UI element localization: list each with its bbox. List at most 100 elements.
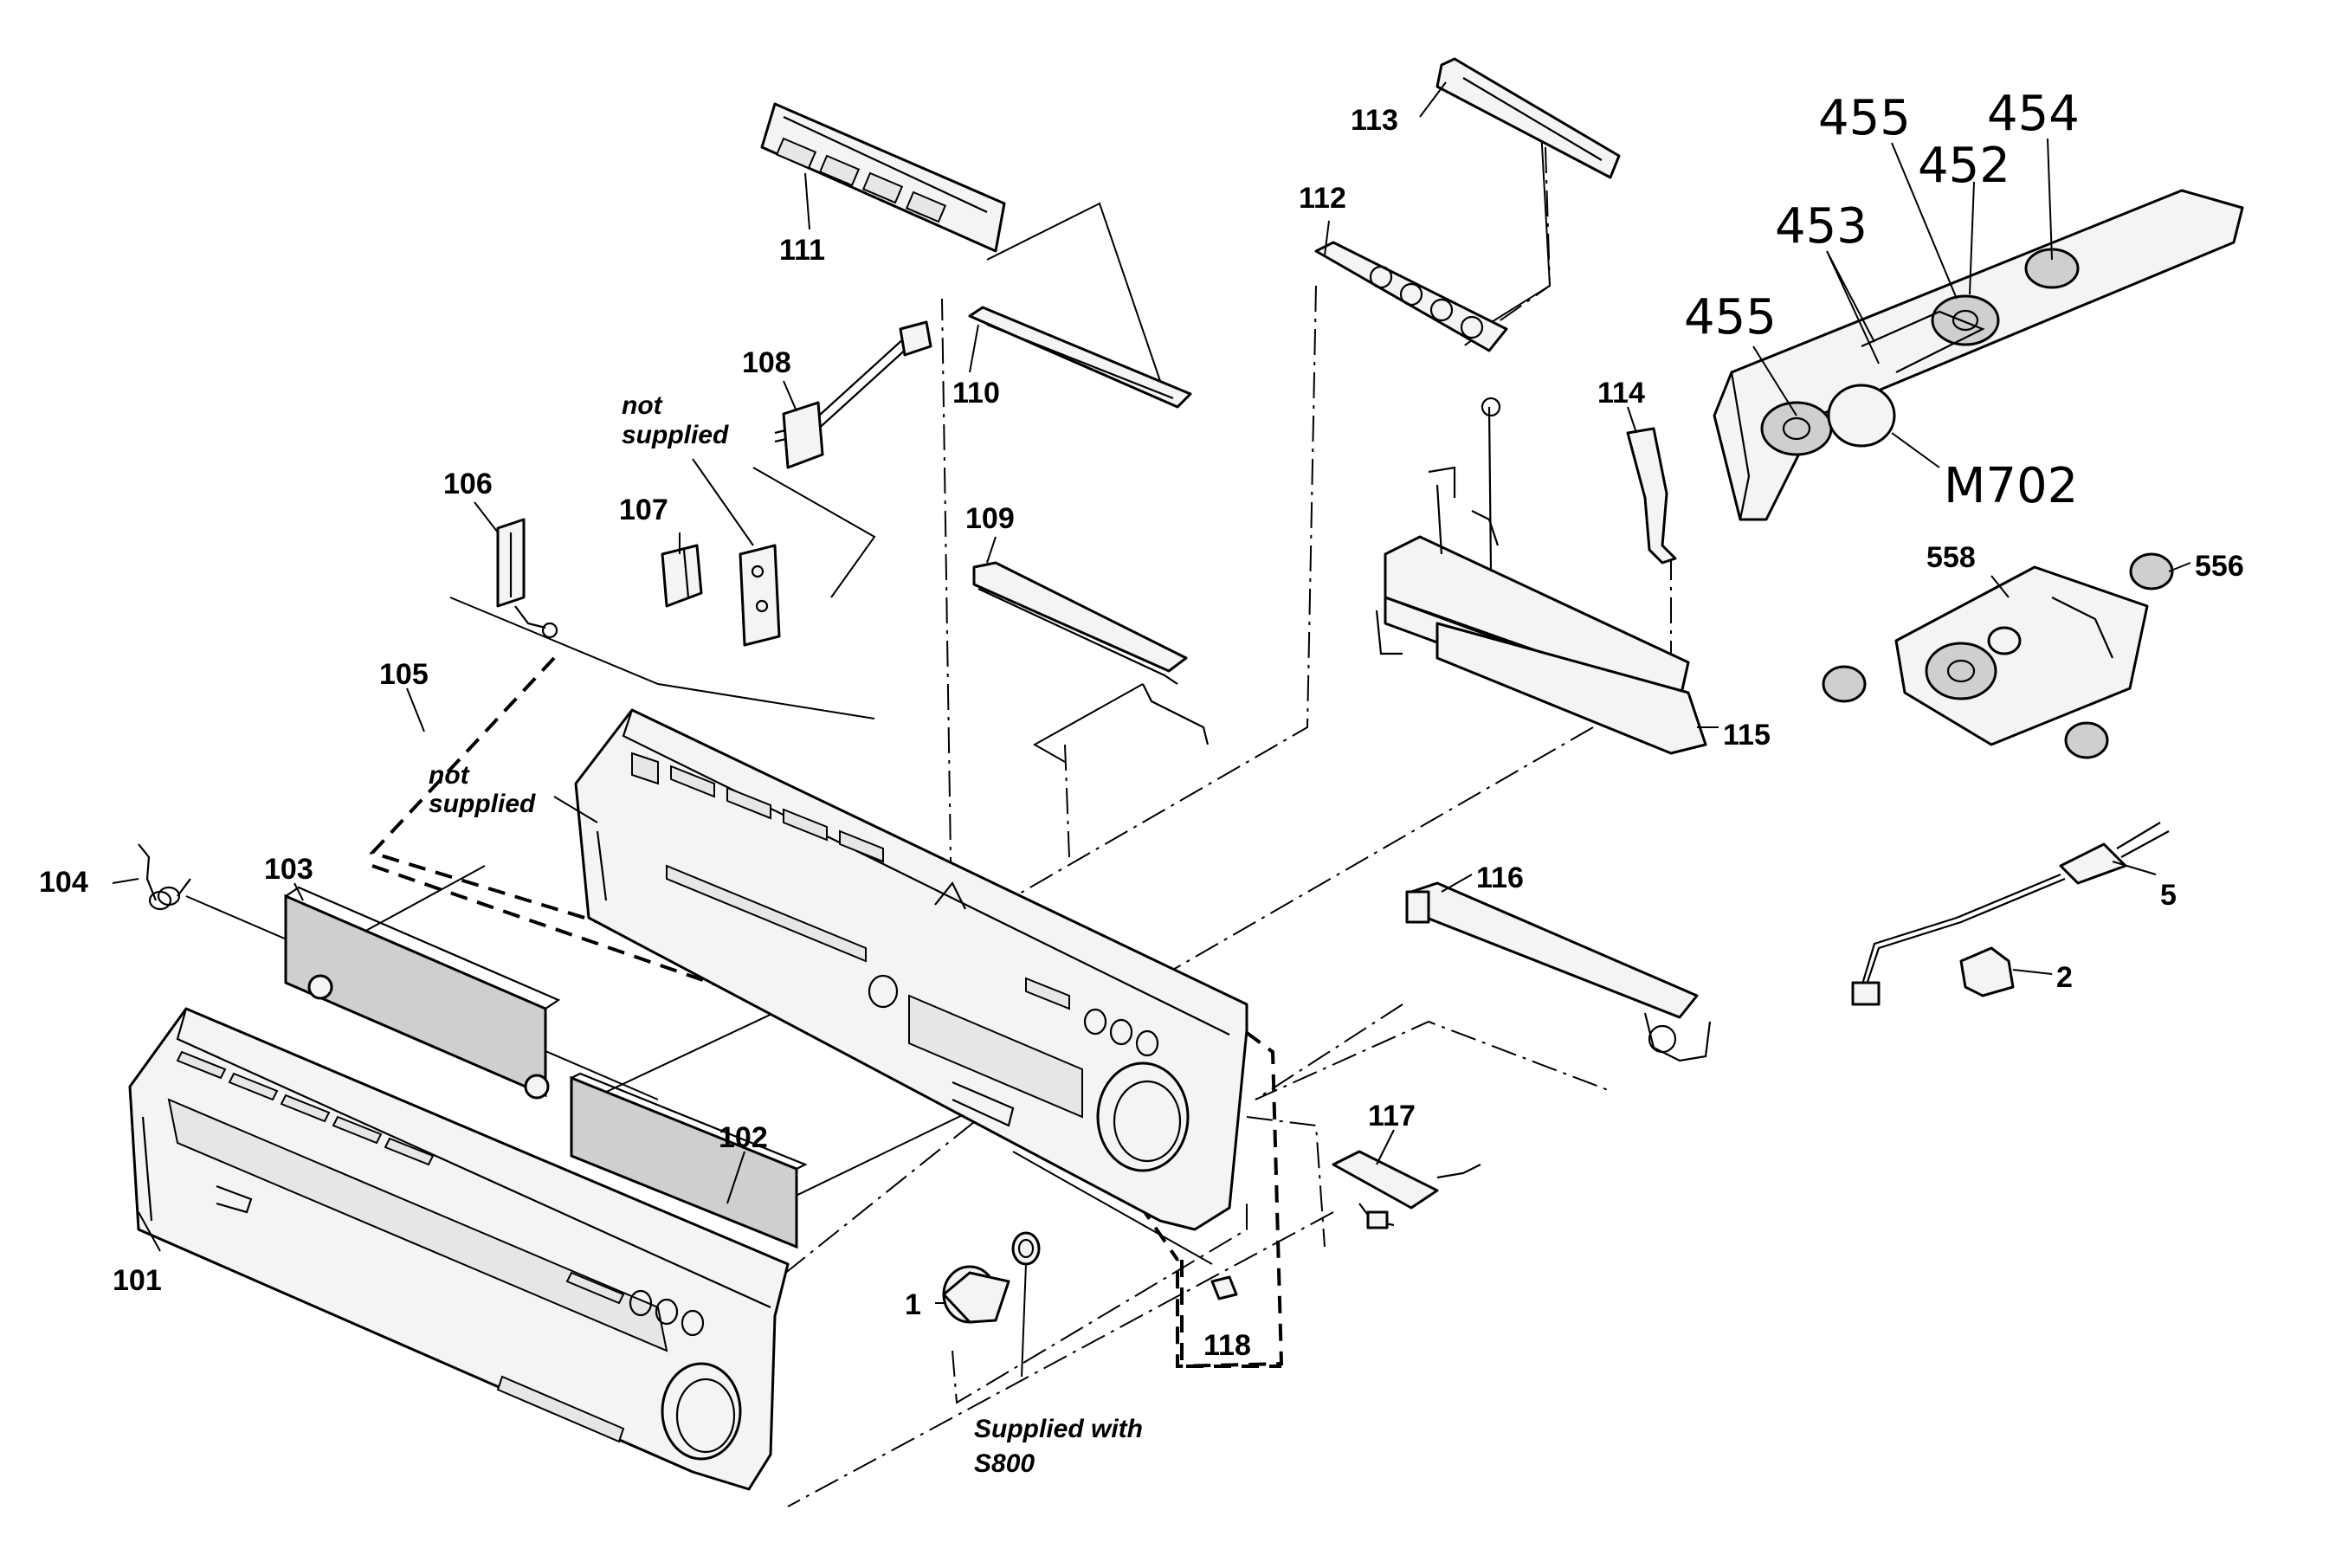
mechanism-deck <box>1713 189 2244 521</box>
label-114: 114 <box>1597 377 1645 410</box>
front-panel-101 <box>128 1007 790 1491</box>
note-not-supplied-top-line1: not <box>622 391 664 420</box>
leader-453 <box>1826 250 1880 365</box>
label-558: 558 <box>1926 541 1976 574</box>
note-supplied-with-line1: Supplied with <box>974 1415 1143 1443</box>
leader-label-109 <box>986 536 997 564</box>
leader-label-2 <box>2012 969 2053 975</box>
handwritten-m702: M702 <box>1944 458 2078 514</box>
leader-label-558 <box>1990 575 2010 598</box>
front-chassis-105 <box>574 708 1248 1231</box>
spring-104 <box>138 843 191 911</box>
leader-label-101 <box>138 1211 161 1252</box>
leader-label-111 <box>804 172 810 230</box>
label-112: 112 <box>1299 182 1346 215</box>
leader-label-notsupplied-1 <box>692 458 754 546</box>
leader-label-supplied <box>1021 1263 1027 1378</box>
chain-line-117 <box>1246 1116 1326 1248</box>
label-106: 106 <box>443 468 493 500</box>
label-102: 102 <box>719 1121 768 1154</box>
label-5: 5 <box>2160 879 2177 912</box>
handwritten-455-left: 455 <box>1684 289 1777 345</box>
leader-label-112 <box>1324 220 1330 256</box>
board-not-supplied <box>739 544 781 647</box>
group-118-dashed-box <box>1180 1260 1281 1368</box>
label-105: 105 <box>379 658 429 691</box>
chain-line-110 <box>1064 744 1070 858</box>
label-101: 101 <box>113 1264 162 1297</box>
chain-line-101 <box>787 1211 1334 1507</box>
label-104: 104 <box>39 866 88 899</box>
lens-103 <box>284 886 561 1100</box>
leader-m702 <box>1891 432 1940 468</box>
label-113: 113 <box>1351 104 1398 137</box>
chain-line-116 <box>1255 1003 1611 1100</box>
pcb-106 <box>496 518 558 639</box>
leader-111-110 <box>986 202 1161 382</box>
label-117: 117 <box>1368 1100 1416 1132</box>
label-109: 109 <box>965 502 1015 535</box>
label-110: 110 <box>952 377 1000 410</box>
pcb-110 <box>968 306 1192 409</box>
bracket-116 <box>1405 881 1712 1062</box>
handwritten-452: 452 <box>1918 138 2010 194</box>
label-556: 556 <box>2195 550 2244 583</box>
leader-label-108 <box>783 380 797 412</box>
pcb-117 <box>1332 1150 1481 1229</box>
leader-label-113 <box>1419 81 1447 118</box>
leader-label-117 <box>1376 1129 1395 1165</box>
leader-455a <box>1752 345 1797 416</box>
leader-label-106 <box>474 501 499 533</box>
leader-label-116 <box>1441 874 1473 893</box>
label-103: 103 <box>264 853 313 886</box>
label-115: 115 <box>1723 719 1771 752</box>
chain-line-111 <box>941 298 953 971</box>
leader-label-102 <box>726 1151 745 1204</box>
label-118: 118 <box>1203 1329 1251 1362</box>
label-1: 1 <box>905 1288 921 1321</box>
label-2: 2 <box>2056 961 2073 994</box>
drive-unit-558 <box>1894 565 2149 746</box>
leader-label-114 <box>1627 406 1637 434</box>
pcb-109 <box>972 561 1210 745</box>
pcb-113 <box>1435 57 1621 179</box>
note-not-supplied-mid-line2: supplied <box>429 790 536 818</box>
leader-454 <box>2047 138 2053 261</box>
dampers-556 <box>1822 552 2174 759</box>
label-107: 107 <box>619 494 668 526</box>
leader-label-105 <box>406 687 425 732</box>
clamp-2 <box>1959 946 2015 997</box>
flat-cable-114 <box>1626 427 1677 565</box>
leader-455b <box>1891 142 1958 300</box>
leader-112-113 <box>1480 129 1552 330</box>
leader-label-556 <box>2168 562 2191 572</box>
leader-panel-2 <box>1012 1151 1213 1265</box>
block-107 <box>661 544 703 608</box>
leader-label-notsupplied-2 <box>553 796 598 823</box>
label-108: 108 <box>742 346 791 379</box>
note-not-supplied-mid-line1: not <box>429 761 471 790</box>
leader-109 <box>1032 683 1144 763</box>
note-not-supplied-top-line2: supplied <box>622 421 729 449</box>
switch-board-111 <box>760 102 1006 253</box>
clip-118 <box>1210 1275 1238 1300</box>
knob-1 <box>942 1231 1041 1324</box>
window-102 <box>570 1072 808 1249</box>
harness-108 <box>774 320 932 469</box>
label-116: 116 <box>1476 861 1524 894</box>
handwritten-454: 454 <box>1987 86 2080 142</box>
note-supplied-with-line2: S800 <box>974 1449 1035 1478</box>
handwritten-455-top: 455 <box>1818 90 1911 146</box>
leader-108 <box>752 467 876 598</box>
leader-label-110 <box>969 324 979 373</box>
leader-452 <box>1969 181 1975 295</box>
leader-label-103 <box>294 882 304 901</box>
leader-label-104 <box>112 878 139 884</box>
handwritten-453: 453 <box>1775 198 1868 255</box>
leader-label-5 <box>2112 861 2157 875</box>
chain-line-1 <box>952 1203 1248 1404</box>
switch-board-112 <box>1314 241 1508 352</box>
chain-line-112 <box>917 285 1317 953</box>
label-111: 111 <box>779 234 825 267</box>
